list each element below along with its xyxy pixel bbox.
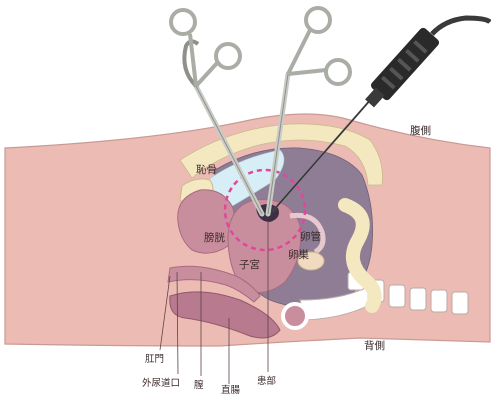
label-rectum: 直腸 [221, 384, 241, 396]
label-anus: 肛門 [145, 354, 164, 365]
label-dorsal-side: 背側 [364, 339, 385, 352]
label-affected-area: 患部 [257, 375, 276, 387]
label-ovary: 卵巣 [288, 248, 309, 261]
label-urethral-opening: 外尿道口 [142, 377, 180, 389]
label-pubic-bone: 恥骨 [196, 164, 217, 176]
label-abdominal-side: 腹側 [410, 124, 431, 137]
label-vagina: 膣 [194, 379, 204, 391]
label-uterus: 子宮 [239, 258, 260, 271]
label-bladder: 膀胱 [204, 231, 225, 244]
label-fallopian-tube: 卵管 [300, 230, 321, 243]
bowel-section [283, 304, 307, 328]
